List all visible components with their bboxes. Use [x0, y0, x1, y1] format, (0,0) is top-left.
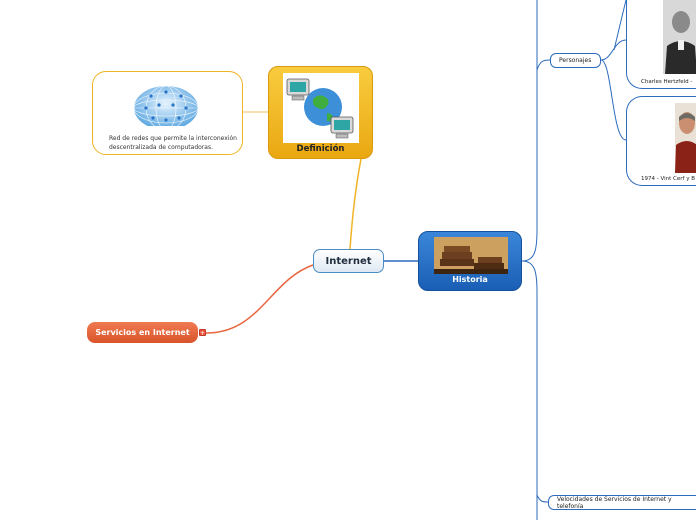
subtopic-personajes[interactable]: Personajes [550, 53, 601, 68]
old-books-icon [434, 237, 508, 274]
central-topic-internet[interactable]: Internet [313, 249, 384, 273]
computers-globe-icon [283, 73, 359, 143]
historia-label: Historia [452, 275, 488, 284]
person-caption: Charles Hertzfeld - [641, 79, 693, 85]
definicion-note[interactable]: Red de redes que permite la interconexió… [92, 71, 243, 155]
portrait-photo-icon [675, 103, 696, 173]
connector-personajes [536, 59, 551, 71]
topic-servicios[interactable]: Servicios en Internet [87, 322, 198, 343]
expand-toggle-icon[interactable]: + [199, 329, 206, 337]
topic-definicion[interactable]: Definición [268, 66, 373, 159]
connector-historia-trunk [521, 0, 538, 262]
connector-historia-trunk-down [521, 260, 538, 520]
definicion-note-text: Red de redes que permite la interconexió… [109, 135, 237, 151]
person-card[interactable]: 1974 - Vint Cerf y B [626, 96, 696, 186]
connector-velocidades [536, 494, 549, 503]
topic-historia[interactable]: Historia [418, 231, 522, 291]
portrait-photo-icon [663, 0, 696, 74]
connector-card1 [600, 39, 627, 61]
person-card[interactable]: Charles Hertzfeld - [626, 0, 696, 89]
definicion-label: Definición [296, 144, 345, 154]
subtopic-velocidades[interactable]: Velocidades de Servicios de Internet y t… [548, 495, 696, 510]
network-sphere-icon [133, 85, 199, 126]
connector-card2 [600, 59, 627, 141]
connector-definicion [349, 158, 362, 250]
connector-card-top [613, 0, 627, 51]
person-caption: 1974 - Vint Cerf y B [641, 176, 695, 182]
connector-servicios [205, 264, 314, 334]
